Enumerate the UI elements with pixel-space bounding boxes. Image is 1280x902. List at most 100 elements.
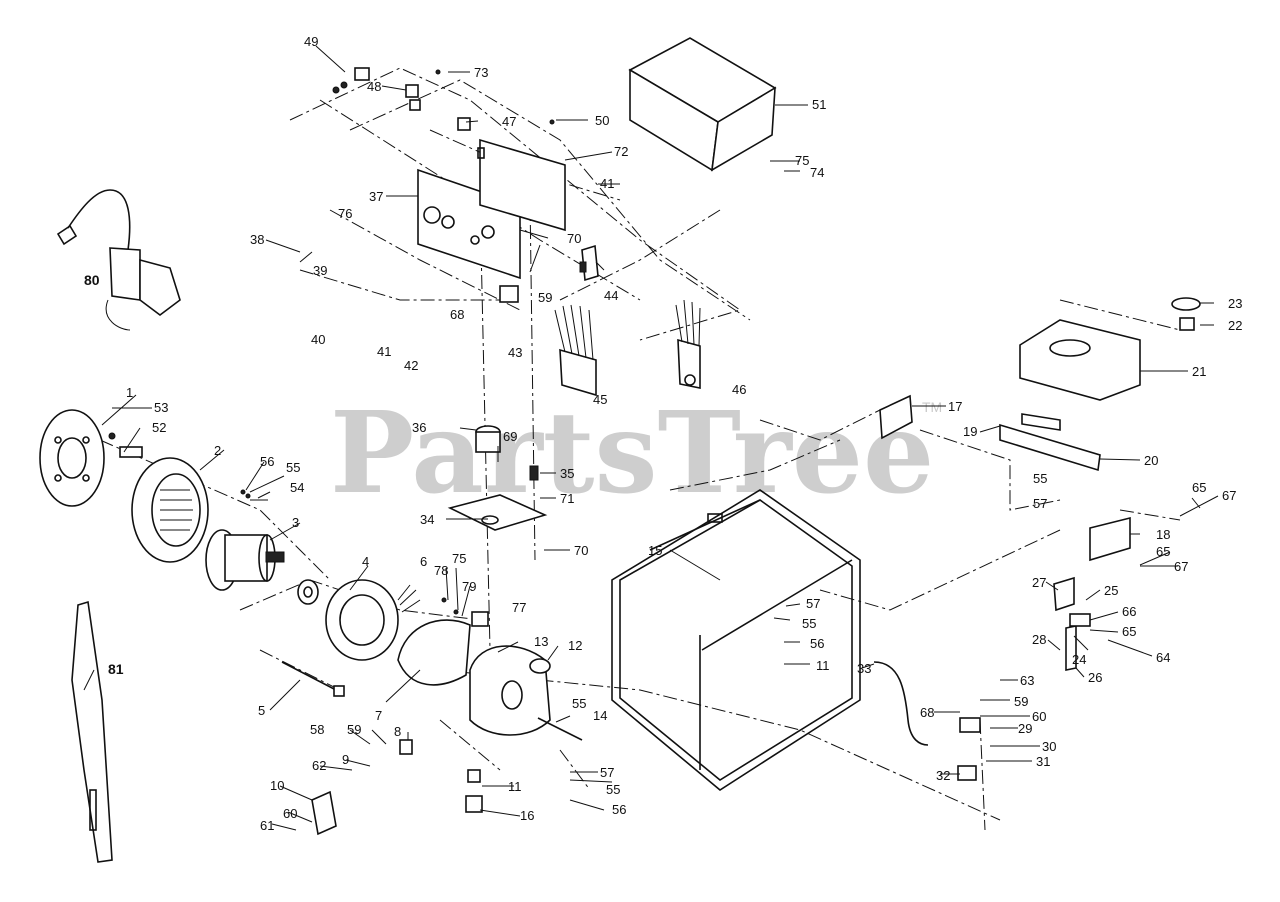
callout-32: 32 <box>936 768 950 783</box>
callout-63: 63 <box>1020 673 1034 688</box>
callout-16: 16 <box>520 808 534 823</box>
callout-55: 55 <box>286 460 300 475</box>
callout-40: 40 <box>311 332 325 347</box>
callout-57: 57 <box>600 765 614 780</box>
callout-74: 74 <box>810 165 824 180</box>
callout-54: 54 <box>290 480 304 495</box>
callout-51: 51 <box>812 97 826 112</box>
callout-46: 46 <box>732 382 746 397</box>
callout-37: 37 <box>369 189 383 204</box>
part-18-bracket <box>1089 516 1131 562</box>
callout-8: 8 <box>394 724 401 739</box>
callout-19: 19 <box>963 424 977 439</box>
callout-39: 39 <box>313 263 327 278</box>
part-29-32-bracket <box>957 717 981 781</box>
callout-70: 70 <box>567 231 581 246</box>
callout-56: 56 <box>810 636 824 651</box>
callout-62: 62 <box>312 758 326 773</box>
callout-49: 49 <box>304 34 318 49</box>
callout-59: 59 <box>538 290 552 305</box>
part-21-fuel-tank <box>1019 319 1141 401</box>
callout-70: 70 <box>574 543 588 558</box>
part-33-wire <box>873 661 929 746</box>
callout-34: 34 <box>420 512 434 527</box>
callout-53: 53 <box>154 400 168 415</box>
callout-55: 55 <box>606 782 620 797</box>
part-15-frame <box>611 489 861 791</box>
callout-24: 24 <box>1072 652 1086 667</box>
callout-73: 73 <box>474 65 488 80</box>
part-54-55-56-hardware <box>240 489 268 501</box>
callout-47: 47 <box>502 114 516 129</box>
part-43-capacitor <box>499 285 519 303</box>
callout-11: 11 <box>508 779 522 794</box>
callout-45: 45 <box>593 392 607 407</box>
callout-68: 68 <box>450 307 464 322</box>
callout-15: 15 <box>648 543 662 558</box>
callout-25: 25 <box>1104 583 1118 598</box>
callout-7: 7 <box>375 708 382 723</box>
callout-44: 44 <box>604 288 618 303</box>
callout-9: 9 <box>342 752 349 767</box>
callout-29: 29 <box>1018 721 1032 736</box>
part-75-78-79-hardware <box>441 597 459 615</box>
callout-labels: 49 73 48 47 50 51 72 75 74 37 41 76 70 3… <box>84 34 1242 833</box>
callout-42: 42 <box>404 358 418 373</box>
callout-75: 75 <box>795 153 809 168</box>
part-51-cover <box>628 37 777 172</box>
callout-23: 23 <box>1228 296 1242 311</box>
callout-10: 10 <box>270 778 284 793</box>
part-45-terminal-block <box>554 304 597 397</box>
watermark: PartsTree <box>330 388 934 519</box>
callout-1: 1 <box>126 385 133 400</box>
part-10-shield <box>311 790 337 836</box>
callout-41: 41 <box>600 176 614 191</box>
callout-66: 66 <box>1122 604 1136 619</box>
part-52-53-bolts <box>108 432 143 458</box>
callout-6: 6 <box>420 554 427 569</box>
callout-3: 3 <box>292 515 299 530</box>
callout-67: 67 <box>1222 488 1236 503</box>
callout-41: 41 <box>377 344 391 359</box>
part-48-49-switch-parts <box>332 67 555 131</box>
callout-12: 12 <box>568 638 582 653</box>
part-8-clip <box>399 739 413 755</box>
part-14-bolt <box>537 717 583 741</box>
part-7-band <box>397 619 471 686</box>
callout-31: 31 <box>1036 754 1050 769</box>
callout-30: 30 <box>1042 739 1056 754</box>
callout-57: 57 <box>806 596 820 611</box>
callout-18: 18 <box>1156 527 1170 542</box>
callout-72: 72 <box>614 144 628 159</box>
leader-lines <box>83 45 1219 831</box>
part-36-receptacle <box>475 425 501 453</box>
callout-48: 48 <box>367 79 381 94</box>
part-35-fitting <box>529 465 539 481</box>
part-77-block <box>471 611 489 627</box>
callout-22: 22 <box>1228 318 1242 333</box>
callout-28: 28 <box>1032 632 1046 647</box>
part-72-plate <box>477 138 566 232</box>
callout-55: 55 <box>802 616 816 631</box>
callout-21: 21 <box>1192 364 1206 379</box>
part-80-ignition-coil <box>56 189 181 331</box>
callout-27: 27 <box>1032 575 1046 590</box>
callout-2: 2 <box>214 443 221 458</box>
callout-65: 65 <box>1122 624 1136 639</box>
callout-77: 77 <box>512 600 526 615</box>
callout-13: 13 <box>534 634 548 649</box>
part-1-flange <box>39 409 105 507</box>
part-5-bolt <box>281 661 345 697</box>
callout-81: 81 <box>108 661 124 677</box>
callout-33: 33 <box>857 661 871 676</box>
part-81-bracket <box>71 600 113 863</box>
callout-78: 78 <box>434 563 448 578</box>
watermark-tm: TM <box>922 399 942 415</box>
callout-56: 56 <box>612 802 626 817</box>
part-20-19-brackets <box>999 413 1101 472</box>
callout-59: 59 <box>1014 694 1028 709</box>
callout-59: 59 <box>347 722 361 737</box>
callout-5: 5 <box>258 703 265 718</box>
part-44-relay <box>579 244 599 282</box>
